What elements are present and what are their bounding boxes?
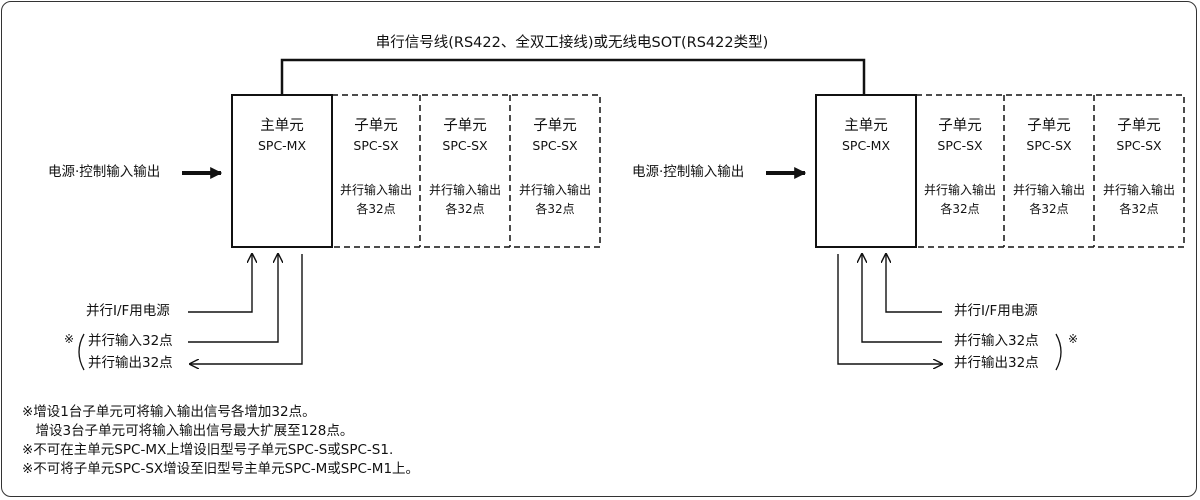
right-power-io-label: 电源·控制输入输出 bbox=[632, 164, 745, 180]
serial-line-title: 串行信号线(RS422、全双工接线)或无线电SOT(RS422类型) bbox=[375, 35, 769, 51]
left-sub2-model: SPC-SX bbox=[442, 138, 488, 153]
left-sub1-io: 并行输入输出 bbox=[339, 183, 412, 197]
right-main-unit-box bbox=[815, 94, 917, 248]
left-parallel-power-arrow bbox=[188, 254, 252, 313]
left-sub1-points: 各32点 bbox=[356, 202, 396, 216]
left-parallel-output-label: 并行输出32点 bbox=[88, 355, 173, 371]
right-sub2-io: 并行输入输出 bbox=[1012, 183, 1085, 197]
left-main-unit-model: SPC-MX bbox=[257, 138, 307, 153]
right-bracket bbox=[1055, 333, 1062, 371]
right-sub3-model: SPC-SX bbox=[1116, 138, 1162, 153]
right-sub1-model: SPC-SX bbox=[937, 138, 983, 153]
right-sub1-io: 并行输入输出 bbox=[923, 183, 996, 197]
right-parallel-input-arrow bbox=[862, 254, 942, 343]
right-sub3-name: 子单元 bbox=[1117, 118, 1161, 134]
right-sub2-model: SPC-SX bbox=[1026, 138, 1072, 153]
right-parallel-output-label: 并行输出32点 bbox=[954, 355, 1039, 371]
right-parallel-power-arrow bbox=[886, 254, 942, 313]
right-sub1-name: 子单元 bbox=[938, 118, 982, 134]
left-sub2-io: 并行输入输出 bbox=[428, 183, 501, 197]
right-asterisk: ※ bbox=[1068, 332, 1079, 346]
right-sub3-io: 并行输入输出 bbox=[1102, 183, 1175, 197]
left-sub1-model: SPC-SX bbox=[353, 138, 399, 153]
note-3: ※不可在主单元SPC-MX上增设旧型号子单元SPC-S或SPC-S1. bbox=[22, 442, 394, 458]
right-sub1-points: 各32点 bbox=[940, 202, 980, 216]
right-sub3-points: 各32点 bbox=[1119, 202, 1159, 216]
left-asterisk: ※ bbox=[64, 332, 75, 346]
left-bracket bbox=[78, 333, 85, 371]
left-parallel-input-arrow bbox=[188, 254, 278, 343]
left-main-unit-name: 主单元 bbox=[260, 118, 304, 134]
left-sub3-points: 各32点 bbox=[535, 202, 575, 216]
serial-line bbox=[280, 58, 866, 95]
right-main-unit-name: 主单元 bbox=[844, 118, 888, 134]
left-parallel-output-arrow bbox=[190, 254, 303, 364]
right-parallel-input-label: 并行输入32点 bbox=[954, 333, 1039, 349]
left-main-unit-box bbox=[231, 94, 333, 248]
right-sub2-name: 子单元 bbox=[1027, 118, 1071, 134]
left-sub3-io: 并行输入输出 bbox=[518, 183, 591, 197]
left-sub2-points: 各32点 bbox=[445, 202, 485, 216]
left-sub3-name: 子单元 bbox=[533, 118, 577, 134]
right-sub-units-box bbox=[916, 94, 1185, 248]
left-sub3-model: SPC-SX bbox=[532, 138, 578, 153]
note-1: ※增设1台子单元可将输入输出信号各增加32点。 bbox=[22, 404, 316, 420]
right-parallel-power-label: 并行I/F用电源 bbox=[954, 303, 1038, 319]
right-main-unit-model: SPC-MX bbox=[841, 138, 891, 153]
left-parallel-power-label: 并行I/F用电源 bbox=[86, 303, 170, 319]
right-parallel-output-arrow bbox=[837, 254, 942, 364]
left-parallel-input-label: 并行输入32点 bbox=[88, 333, 173, 349]
note-2: 增设3台子单元可将输入输出信号最大扩展至128点。 bbox=[22, 423, 354, 439]
left-power-io-label: 电源·控制输入输出 bbox=[48, 164, 161, 180]
left-sub1-name: 子单元 bbox=[354, 118, 398, 134]
left-sub-units-box bbox=[332, 94, 601, 248]
left-sub2-name: 子单元 bbox=[443, 118, 487, 134]
right-sub2-points: 各32点 bbox=[1029, 202, 1069, 216]
note-4: ※不可将子单元SPC-SX增设至旧型号主单元SPC-M或SPC-M1上。 bbox=[22, 461, 420, 477]
